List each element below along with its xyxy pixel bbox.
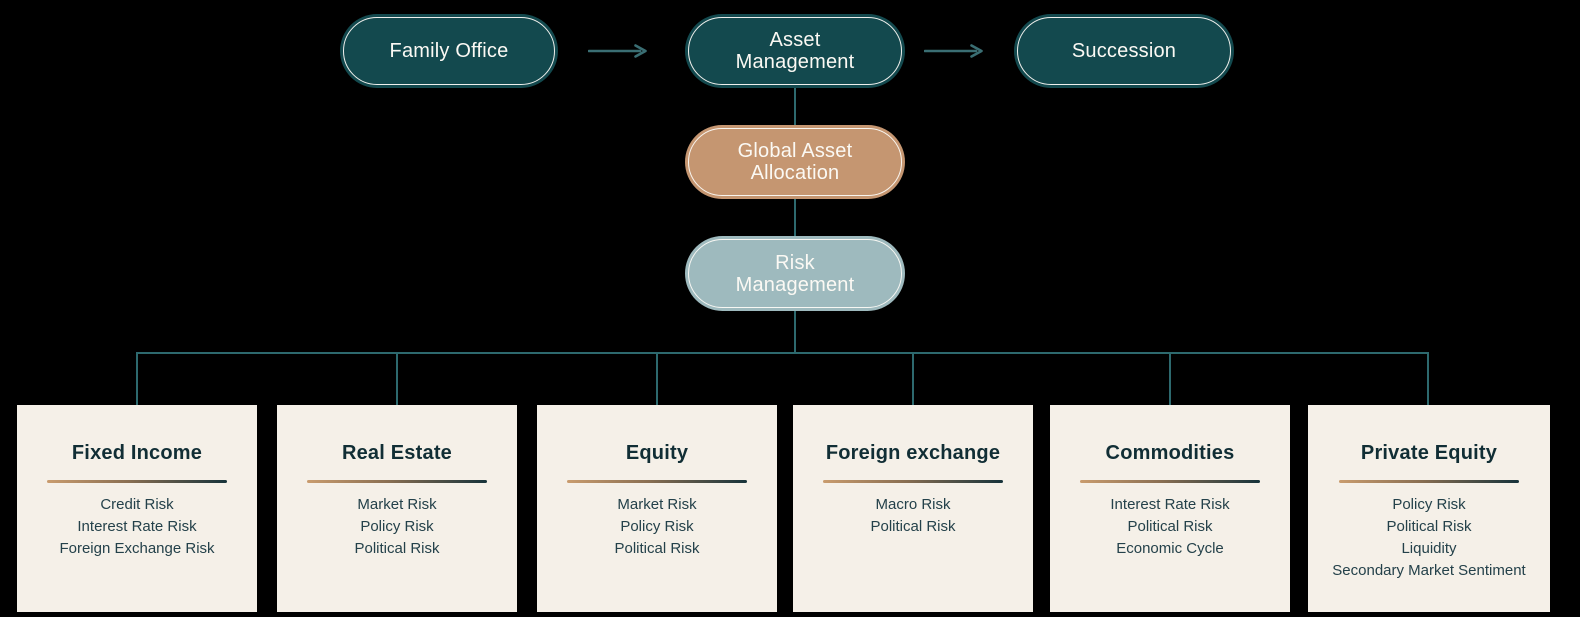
connector-allocation-to-risk bbox=[794, 199, 796, 237]
risk-item: Political Risk bbox=[614, 540, 700, 557]
title-underline bbox=[307, 480, 487, 483]
risk-item: Market Risk bbox=[617, 496, 697, 513]
risk-list: Credit Risk Interest Rate Risk Foreign E… bbox=[17, 494, 257, 560]
node-risk-management-label: Risk Management bbox=[735, 251, 855, 296]
node-asset-management: Asset Management bbox=[685, 14, 905, 88]
risk-item: Interest Rate Risk bbox=[77, 518, 197, 535]
risk-box-title: Commodities bbox=[1105, 442, 1235, 464]
branch-stub-commodities bbox=[1169, 352, 1171, 406]
node-succession-label: Succession bbox=[1071, 40, 1177, 62]
risk-item: Political Risk bbox=[354, 540, 440, 557]
risk-box-title: Equity bbox=[625, 442, 689, 464]
node-global-asset-allocation-label: Global Asset Allocation bbox=[737, 140, 853, 184]
node-family-office-label: Family Office bbox=[389, 40, 509, 62]
risk-box-title: Private Equity bbox=[1360, 442, 1498, 464]
arrow-right-icon bbox=[924, 44, 983, 58]
risk-box-commodities: Commodities Interest Rate Risk Political… bbox=[1050, 405, 1290, 612]
risk-list: Market Risk Policy Risk Political Risk bbox=[277, 494, 517, 560]
node-family-office: Family Office bbox=[340, 14, 558, 88]
branch-stub-private-equity bbox=[1427, 352, 1429, 406]
title-underline bbox=[1339, 480, 1519, 483]
risk-item: Secondary Market Sentiment bbox=[1332, 562, 1526, 579]
risk-box-real-estate: Real Estate Market Risk Policy Risk Poli… bbox=[277, 405, 517, 612]
risk-item: Political Risk bbox=[870, 518, 956, 535]
risk-item: Policy Risk bbox=[1392, 496, 1466, 513]
risk-item: Interest Rate Risk bbox=[1110, 496, 1230, 513]
risk-list: Market Risk Policy Risk Political Risk bbox=[537, 494, 777, 560]
risk-item: Economic Cycle bbox=[1116, 540, 1224, 557]
node-global-asset-allocation: Global Asset Allocation bbox=[685, 125, 905, 199]
risk-item: Political Risk bbox=[1127, 518, 1213, 535]
risk-item: Market Risk bbox=[357, 496, 437, 513]
risk-box-title: Real Estate bbox=[341, 442, 453, 464]
risk-list: Policy Risk Political Risk Liquidity Sec… bbox=[1308, 494, 1550, 582]
branch-horizontal-line bbox=[136, 352, 1429, 354]
branch-stub-real-estate bbox=[396, 352, 398, 406]
risk-item: Policy Risk bbox=[360, 518, 434, 535]
risk-box-title: Foreign exchange bbox=[825, 442, 1001, 464]
node-succession: Succession bbox=[1014, 14, 1234, 88]
title-underline bbox=[567, 480, 747, 483]
risk-item: Political Risk bbox=[1386, 518, 1472, 535]
risk-list: Interest Rate Risk Political Risk Econom… bbox=[1050, 494, 1290, 560]
risk-box-title: Fixed Income bbox=[71, 442, 203, 464]
risk-item: Liquidity bbox=[1401, 540, 1457, 557]
node-risk-management: Risk Management bbox=[685, 236, 905, 311]
risk-box-fixed-income: Fixed Income Credit Risk Interest Rate R… bbox=[17, 405, 257, 612]
risk-box-private-equity: Private Equity Policy Risk Political Ris… bbox=[1308, 405, 1550, 612]
branch-stub-fixed-income bbox=[136, 352, 138, 406]
risk-box-equity: Equity Market Risk Policy Risk Political… bbox=[537, 405, 777, 612]
risk-list: Macro Risk Political Risk bbox=[793, 494, 1033, 538]
connector-asset-to-allocation bbox=[794, 88, 796, 126]
title-underline bbox=[47, 480, 227, 483]
title-underline bbox=[1080, 480, 1260, 483]
connector-risk-to-branch bbox=[794, 311, 796, 353]
risk-item: Credit Risk bbox=[100, 496, 174, 513]
title-underline bbox=[823, 480, 1003, 483]
arrow-right-icon bbox=[588, 44, 647, 58]
risk-box-foreign-exchange: Foreign exchange Macro Risk Political Ri… bbox=[793, 405, 1033, 612]
branch-stub-equity bbox=[656, 352, 658, 406]
branch-stub-foreign-exchange bbox=[912, 352, 914, 406]
risk-item: Policy Risk bbox=[620, 518, 694, 535]
risk-item: Macro Risk bbox=[875, 496, 951, 513]
node-asset-management-label: Asset Management bbox=[735, 29, 855, 73]
risk-item: Foreign Exchange Risk bbox=[59, 540, 215, 557]
